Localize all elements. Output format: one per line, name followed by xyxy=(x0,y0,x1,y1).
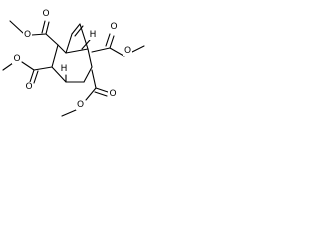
oxygen-bg xyxy=(123,46,132,56)
bond-c7-c8 xyxy=(71,23,81,35)
bond-c2-carbonyl xyxy=(45,33,59,46)
ester-upper-left: O O xyxy=(9,9,59,46)
bond-c6-c5 xyxy=(87,48,93,68)
hydrogen-atom: H xyxy=(90,30,97,40)
oxygen-atom: O xyxy=(25,82,32,92)
hydrogen-bg xyxy=(60,64,68,74)
oxygen-bg xyxy=(23,30,32,40)
bond-carbonyl-o-double-b xyxy=(94,91,108,97)
bond-c2-c3 xyxy=(51,44,59,68)
oxygen-bg xyxy=(12,54,21,64)
bicyclic-core xyxy=(51,23,93,83)
bond-c3-c4 xyxy=(51,66,67,83)
bond-c1-c2 xyxy=(57,44,67,54)
ester-lower-left: O O xyxy=(2,54,53,92)
bond-c1-h xyxy=(81,39,91,50)
ester-lower-right: O O xyxy=(61,69,117,117)
bond-c6-carbonyl xyxy=(91,47,111,53)
bond-carbonyl-o-single xyxy=(21,61,35,71)
oxygen-atom: O xyxy=(124,46,131,56)
bridgehead-hydrogens: H H xyxy=(60,30,97,83)
bond-carbonyl-o-double-b xyxy=(41,20,46,34)
oxygen-atom: O xyxy=(42,9,49,19)
oxygen-bg xyxy=(108,89,117,99)
oxygen-atom: O xyxy=(77,100,84,110)
oxygen-bg xyxy=(76,100,85,110)
hydrogen-atom: H xyxy=(61,64,68,74)
bond-o-methyl xyxy=(61,109,77,117)
bond-c8-c6 xyxy=(79,23,89,50)
bond-o-methyl xyxy=(131,45,145,53)
bond-c3-carbonyl xyxy=(33,66,53,71)
bond-o-methyl xyxy=(9,20,24,34)
bond-carbonyl-o-double-b xyxy=(105,33,111,47)
bond-carbonyl-o-double-a xyxy=(45,21,50,35)
bond-c5-c4 xyxy=(83,66,93,83)
oxygen-atom: O xyxy=(13,54,20,64)
oxygen-bg xyxy=(24,82,33,92)
bond-c5-carbonyl xyxy=(91,69,97,89)
hydrogen-bg xyxy=(89,30,97,40)
chemical-structure: O O O O O O O O xyxy=(2,9,145,117)
oxygen-bg xyxy=(41,9,50,19)
ester-upper-right: O O xyxy=(91,22,145,57)
oxygen-atom: O xyxy=(110,22,117,32)
oxygen-bg xyxy=(109,22,118,32)
oxygen-atom: O xyxy=(24,30,31,40)
bond-carbonyl-o-double-a xyxy=(29,69,35,83)
bond-c1-c6 xyxy=(65,48,89,54)
oxygen-atom: O xyxy=(109,89,116,99)
bond-carbonyl-o-single xyxy=(85,87,97,101)
bond-carbonyl-o-double-a xyxy=(95,87,109,93)
bond-carbonyl-o-single xyxy=(109,47,125,57)
bond-o-methyl xyxy=(2,62,14,71)
bond-c1-c7 xyxy=(65,33,73,54)
bond-carbonyl-o-double-a xyxy=(109,35,115,49)
bond-carbonyl-o-single xyxy=(31,33,47,36)
bond-carbonyl-o-double-b xyxy=(33,70,39,84)
